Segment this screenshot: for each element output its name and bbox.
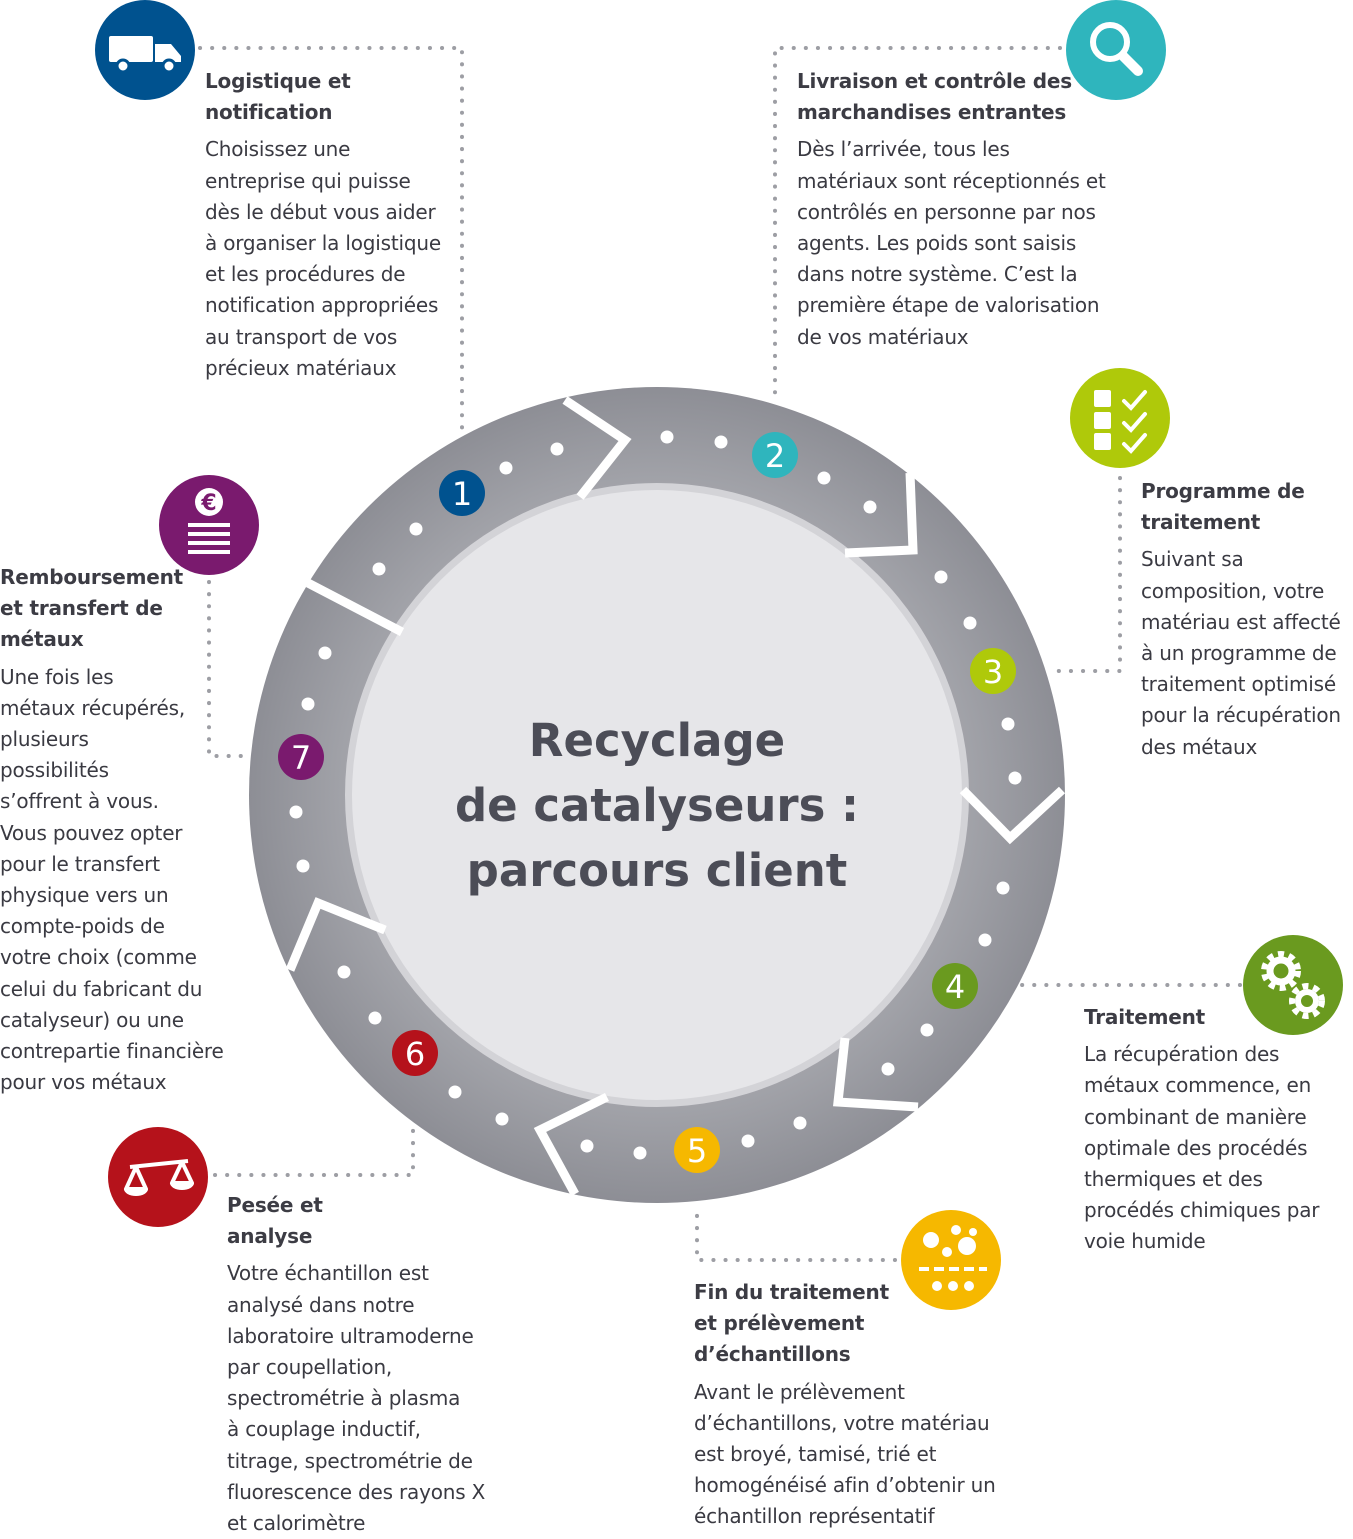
- path-dot: [372, 562, 386, 576]
- path-dot: [934, 570, 948, 584]
- step-1-text: Logistique et notification Choisissez un…: [205, 66, 441, 384]
- connector-3: [1048, 476, 1122, 673]
- path-dot: [499, 461, 513, 475]
- connector-lines: [198, 46, 1242, 1262]
- step-6-title: Pesée et analyse: [227, 1193, 323, 1249]
- step-2-badge: 2: [752, 432, 798, 478]
- step-number: 2: [765, 437, 785, 475]
- path-dot: [817, 471, 831, 485]
- path-dot: [318, 646, 332, 660]
- step-3-title: Programme de traitement: [1141, 479, 1305, 535]
- checklist-icon: [1070, 368, 1170, 468]
- magnifier-icon: [1066, 0, 1166, 100]
- path-dot: [633, 1146, 647, 1160]
- step-4-title: Traitement: [1084, 1005, 1205, 1029]
- step-number: 5: [687, 1132, 707, 1170]
- step-3-description: Suivant sa composition, votre matériau e…: [1141, 547, 1341, 759]
- path-dot: [1001, 717, 1015, 731]
- step-number: 7: [291, 739, 311, 777]
- path-dot: [550, 442, 564, 456]
- step-badges: 1 2 3 4 5 6 7: [278, 432, 1016, 1173]
- connector-2: [773, 46, 1062, 397]
- step-6-badge: 6: [392, 1030, 438, 1076]
- path-dot: [409, 522, 423, 536]
- step-1-badge: 1: [439, 470, 485, 516]
- step-4-badge: 4: [932, 963, 978, 1009]
- path-dot: [301, 697, 315, 711]
- step-3-text: Programme de traitement Suivant sa compo…: [1141, 476, 1341, 763]
- step-7-title: Remboursement et transfert de métaux: [0, 565, 184, 652]
- step-5-badge: 5: [674, 1127, 720, 1173]
- path-dot: [741, 1134, 755, 1148]
- step-4-text: Traitement La récupération des métaux co…: [1084, 1002, 1319, 1258]
- path-dot: [714, 435, 728, 449]
- path-dot: [881, 1062, 895, 1076]
- truck-icon: [95, 0, 195, 100]
- svg-text:€: €: [200, 491, 216, 516]
- step-1-description: Choisissez une entreprise qui puisse dès…: [205, 137, 441, 380]
- path-dot: [580, 1139, 594, 1153]
- step-7-text: Remboursement et transfert de métaux Une…: [0, 562, 224, 1098]
- path-dots: [289, 430, 1022, 1160]
- step-6-text: Pesée et analyse Votre échantillon est a…: [227, 1190, 485, 1539]
- path-dot: [337, 965, 351, 979]
- gears-icon: [1243, 935, 1343, 1035]
- step-7-badge: 7: [278, 734, 324, 780]
- step-7-description: Une fois les métaux récupérés, plusieurs…: [0, 664, 224, 1095]
- path-dot: [963, 616, 977, 630]
- sample-particles-icon: [901, 1210, 1001, 1310]
- step-5-title: Fin du traitement et prélèvement d’échan…: [694, 1280, 889, 1367]
- step-2-title: Livraison et contrôle des marchandises e…: [797, 69, 1072, 125]
- step-1-title: Logistique et notification: [205, 69, 351, 125]
- step-number: 4: [945, 968, 965, 1006]
- diagram-title: Recyclage de catalyseurs : parcours clie…: [454, 714, 860, 897]
- euro-document-icon: €: [159, 475, 259, 575]
- path-dot: [495, 1112, 509, 1126]
- step-number: 3: [983, 653, 1003, 691]
- step-2-description: Dès l’arrivée, tous les matériaux sont r…: [797, 137, 1106, 349]
- step-number: 1: [452, 475, 472, 513]
- path-dot: [1008, 771, 1022, 785]
- segment-dividers: [285, 396, 1066, 1197]
- step-6-description: Votre échantillon est analysé dans notre…: [227, 1261, 486, 1536]
- center-disc: [352, 490, 962, 1100]
- step-5-description: Avant le prélèvement d’échantillons, vot…: [694, 1379, 996, 1529]
- path-dot: [296, 859, 310, 873]
- scale-icon: [108, 1127, 208, 1227]
- path-dot: [289, 805, 303, 819]
- connector-5: [695, 1203, 897, 1262]
- step-number: 6: [405, 1035, 425, 1073]
- path-dot: [996, 881, 1010, 895]
- path-dot: [448, 1085, 462, 1099]
- path-dot: [793, 1116, 807, 1130]
- connector-6: [213, 1126, 415, 1177]
- step-4-description: La récupération des métaux commence, en …: [1084, 1042, 1320, 1254]
- step-2-text: Livraison et contrôle des marchandises e…: [797, 66, 1106, 353]
- path-dot: [863, 500, 877, 514]
- step-3-badge: 3: [970, 648, 1016, 694]
- path-dot: [978, 933, 992, 947]
- path-dot: [920, 1023, 934, 1037]
- path-dot: [368, 1011, 382, 1025]
- path-dot: [660, 430, 674, 444]
- step-5-text: Fin du traitement et prélèvement d’échan…: [694, 1277, 996, 1533]
